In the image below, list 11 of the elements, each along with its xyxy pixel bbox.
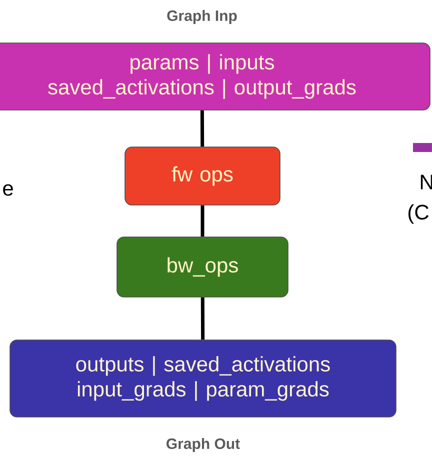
connector-line [200,205,204,237]
heading: Graph Inp [167,10,237,24]
heading: Graph Out [166,438,240,452]
connector-line [200,110,204,147]
process-box: bw_ops [116,236,288,298]
text-fragment: e [3,184,13,196]
process-box: params | inputs saved_activations | output_grads [0,42,430,110]
process-box: fw ops [124,146,280,206]
process-box: outputs | saved_activations input_grads | param_grads [10,340,396,418]
text-fragment: (C [408,204,429,224]
connector-line [200,297,205,340]
